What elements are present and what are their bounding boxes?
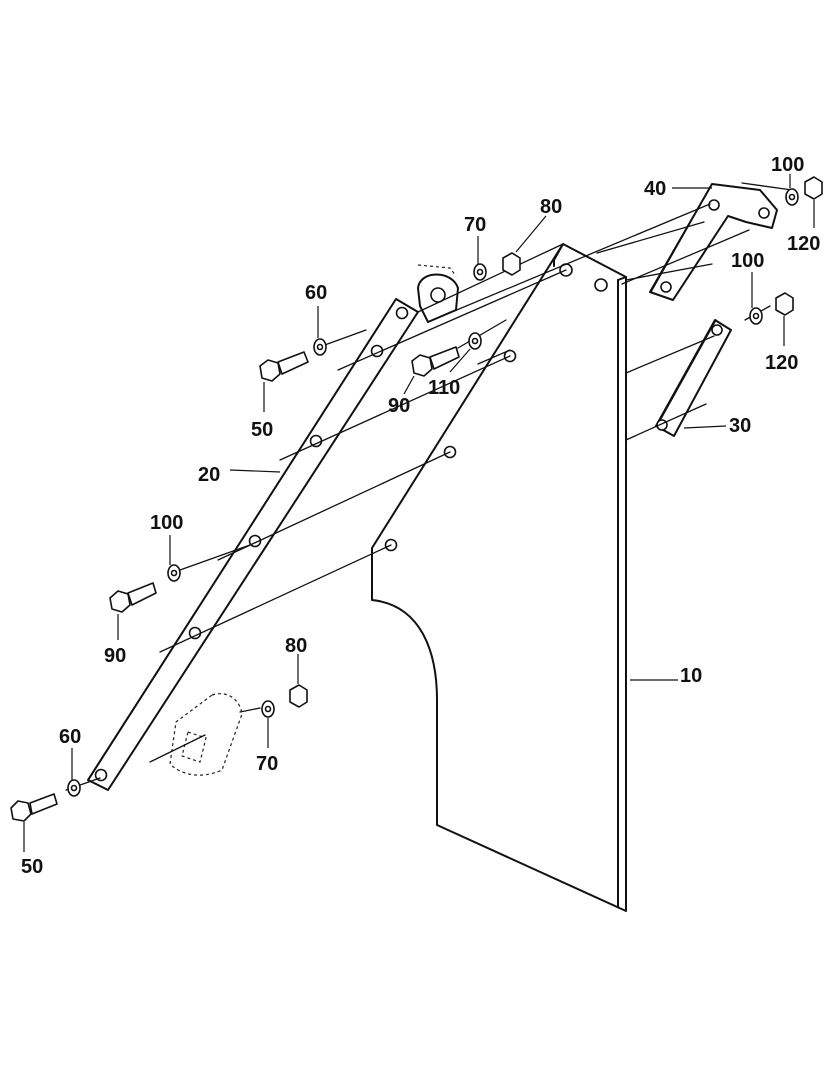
callout-90-upper: 90	[388, 395, 410, 417]
callout-90-lower: 90	[104, 645, 126, 667]
callout-20: 20	[198, 464, 220, 486]
bolt-90-lower	[109, 582, 157, 613]
lower-mounting-lug	[169, 693, 243, 776]
bent-bracket	[649, 183, 778, 301]
callout-10: 10	[680, 665, 702, 687]
callout-100-left: 100	[150, 512, 183, 534]
callout-50-lower: 50	[21, 856, 43, 878]
leader-lines	[23, 174, 815, 852]
washers	[67, 188, 799, 797]
callout-40: 40	[644, 178, 666, 200]
callout-110: 110	[428, 377, 460, 399]
callout-60-lower: 60	[59, 726, 81, 748]
bolt-50-upper	[259, 351, 309, 382]
callout-100-top: 100	[771, 154, 804, 176]
callout-80-lower: 80	[285, 635, 307, 657]
callout-120-mid: 120	[765, 352, 798, 374]
callout-labels: 10 20 30 40 50 50 60 60 70 70 80 80 90 9…	[21, 154, 820, 878]
callout-50-upper: 50	[251, 419, 273, 441]
upper-mounting-lug	[417, 264, 459, 323]
callout-30: 30	[729, 415, 751, 437]
bolt-50-lower	[10, 793, 58, 822]
diagonal-strut	[87, 298, 419, 791]
short-strap	[655, 319, 732, 437]
panel-plate	[371, 243, 627, 912]
callout-70-lower: 70	[256, 753, 278, 775]
assembly-lines	[65, 182, 793, 791]
callout-70-upper: 70	[464, 214, 486, 236]
callout-60-upper: 60	[305, 282, 327, 304]
callout-100-mid: 100	[731, 250, 764, 272]
nuts	[289, 176, 823, 708]
callout-80-upper: 80	[540, 196, 562, 218]
bolt-90-upper	[411, 346, 460, 377]
callout-120-top: 120	[787, 233, 820, 255]
